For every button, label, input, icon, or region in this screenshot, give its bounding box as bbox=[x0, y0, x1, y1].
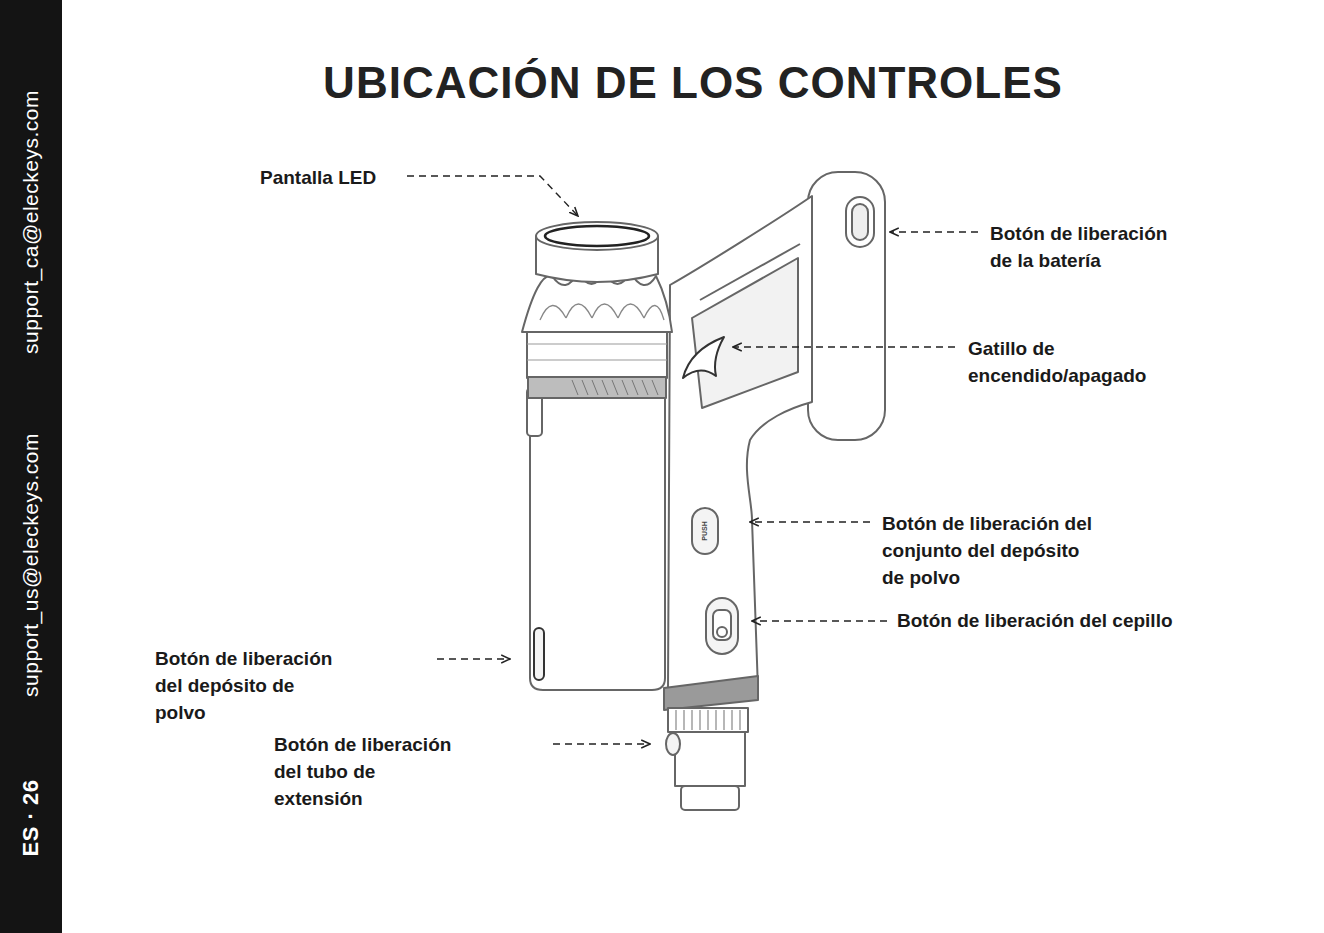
page-title: UBICACIÓN DE LOS CONTROLES bbox=[323, 58, 1063, 108]
support-email: support_ca@eleckeys.com bbox=[19, 90, 43, 354]
page-number: ES · 26 bbox=[18, 780, 44, 857]
callout-label: Botón de liberación del tubo de extensió… bbox=[274, 731, 456, 812]
support-email: support_us@eleckeys.com bbox=[19, 433, 43, 697]
callout-label: Botón de liberación de la batería bbox=[990, 220, 1172, 274]
callout-label: Botón de liberación del cepillo bbox=[897, 607, 1173, 634]
button-marking: PUSH bbox=[701, 521, 709, 540]
callout-label: Botón de liberación del depósito de polv… bbox=[155, 645, 337, 726]
callout-label: Pantalla LED bbox=[260, 164, 376, 191]
leader-lines bbox=[407, 176, 978, 744]
vacuum-body bbox=[522, 172, 885, 810]
sidebar-band: ES · 26 support_us@eleckeys.com support_ca… bbox=[0, 0, 62, 933]
callout-label: Gatillo de encendido/apagado bbox=[968, 335, 1059, 389]
callout-label: Botón de liberación del conjunto del dep… bbox=[882, 510, 1097, 591]
